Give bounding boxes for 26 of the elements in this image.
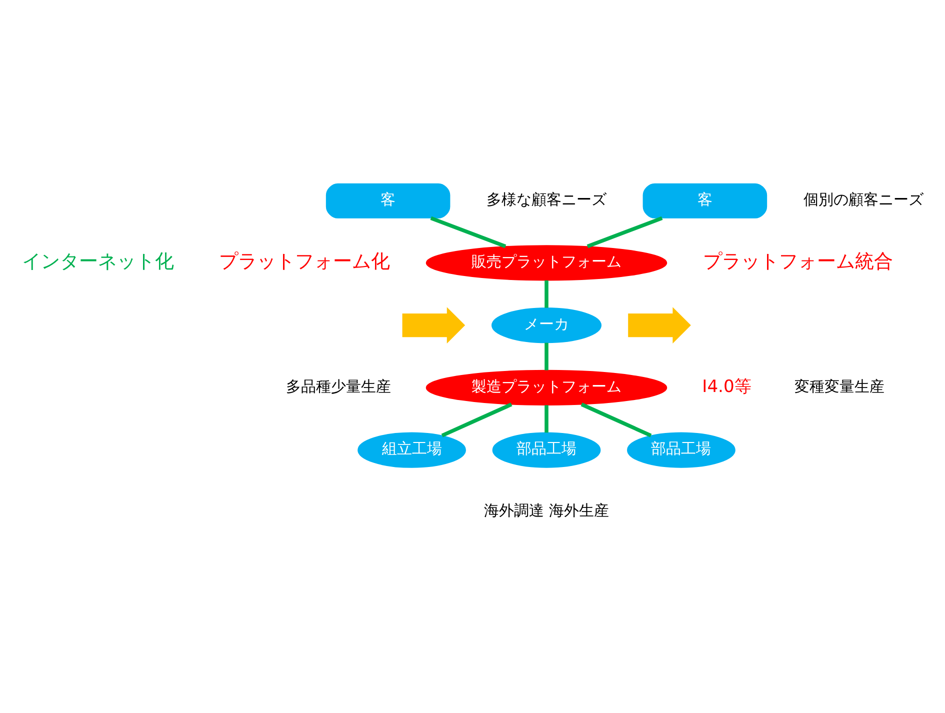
connector	[544, 405, 548, 433]
node-ellipse: 販売プラットフォーム	[426, 245, 668, 281]
node-box: 客	[642, 183, 768, 218]
node-ellipse: メーカ	[491, 308, 602, 344]
connector	[544, 280, 548, 308]
label: インターネット化	[22, 252, 174, 273]
node-ellipse: 組立工場	[358, 432, 466, 468]
connector	[544, 342, 548, 370]
node-label: I4.0等	[702, 376, 752, 397]
label: 多品種少量生産	[286, 377, 392, 396]
label: プラットフォーム化	[219, 252, 390, 273]
label: 変種変量生産	[794, 377, 885, 396]
node-ellipse: 製造プラットフォーム	[426, 370, 668, 406]
node-arrow	[628, 307, 691, 344]
label: プラットフォーム統合	[702, 252, 893, 273]
label: 海外調達 海外生産	[484, 502, 609, 520]
node-arrow	[402, 307, 466, 344]
connector	[441, 402, 512, 438]
node-ellipse: 部品工場	[627, 432, 736, 468]
connector	[430, 216, 506, 248]
label: 個別の顧客ニーズ	[803, 190, 924, 208]
connector	[586, 216, 663, 248]
label: 多様な顧客ニーズ	[486, 190, 606, 208]
node-box: 客	[326, 183, 450, 218]
connector	[580, 402, 652, 438]
node-ellipse: 部品工場	[492, 432, 601, 468]
